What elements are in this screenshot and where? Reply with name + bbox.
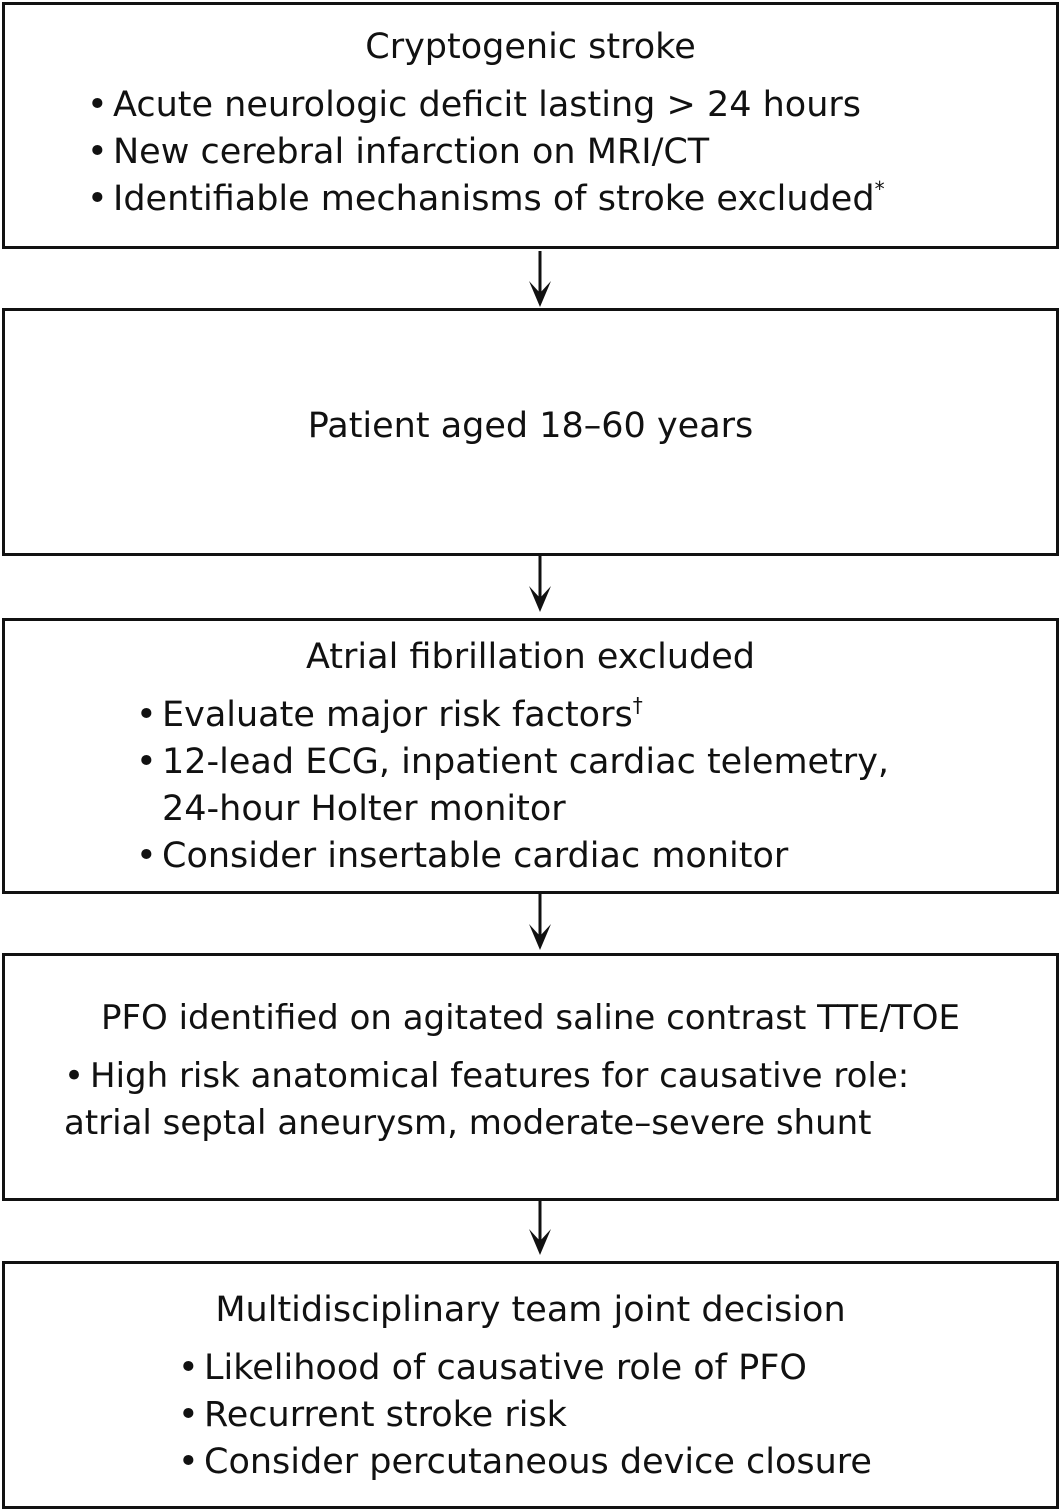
bullet-continuation: atrial septal aneurysm, moderate–severe … bbox=[64, 1103, 872, 1143]
list-item: •Evaluate major risk factors† bbox=[136, 693, 643, 735]
box-title: Multidisciplinary team joint decision bbox=[215, 1290, 846, 1330]
list-item: •12-lead ECG, inpatient cardiac telemetr… bbox=[136, 742, 890, 829]
box-title: PFO identified on agitated saline contra… bbox=[100, 998, 961, 1038]
list-item: •New cerebral infarction on MRI/CT bbox=[87, 132, 710, 172]
list-item: •Recurrent stroke risk bbox=[178, 1395, 567, 1435]
box-multidisciplinary-decision: Multidisciplinary team joint decision •L… bbox=[2, 1261, 1059, 1509]
arrow-down-icon bbox=[529, 894, 551, 950]
list-item: •Identifiable mechanisms of stroke exclu… bbox=[87, 177, 885, 219]
list-item: •Likelihood of causative role of PFO bbox=[178, 1348, 807, 1388]
box-pfo-identified: PFO identified on agitated saline contra… bbox=[2, 953, 1059, 1201]
arrow-down-icon bbox=[529, 1199, 551, 1255]
list-item: •Consider insertable cardiac monitor bbox=[136, 836, 789, 876]
box-atrial-fibrillation: Atrial fibrillation excluded •Evaluate m… bbox=[2, 618, 1059, 894]
list-item: •Consider percutaneous device closure bbox=[178, 1442, 872, 1482]
box-title: Cryptogenic stroke bbox=[365, 27, 696, 67]
list-item: •High risk anatomical features for causa… bbox=[64, 1056, 910, 1096]
arrow-down-icon bbox=[529, 251, 551, 307]
bullet-list: •Evaluate major risk factors† •12-lead E… bbox=[136, 692, 889, 880]
box-cryptogenic-stroke: Cryptogenic stroke •Acute neurologic def… bbox=[2, 2, 1059, 249]
bullet-list: •Likelihood of causative role of PFO •Re… bbox=[178, 1345, 872, 1486]
bullet-list: •High risk anatomical features for causa… bbox=[64, 1053, 909, 1100]
box-title: Patient aged 18–60 years bbox=[307, 406, 754, 446]
arrow-down-icon bbox=[529, 556, 551, 612]
box-title: Atrial fibrillation excluded bbox=[305, 637, 756, 677]
list-item: •Acute neurologic deficit lasting > 24 h… bbox=[87, 85, 862, 125]
box-patient-age: Patient aged 18–60 years bbox=[2, 308, 1059, 556]
bullet-list: •Acute neurologic deficit lasting > 24 h… bbox=[87, 82, 885, 223]
